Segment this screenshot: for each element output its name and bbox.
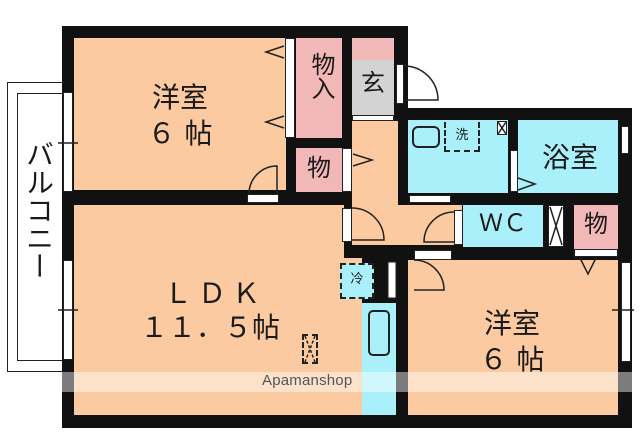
- watermark-band: [62, 372, 632, 392]
- bath-door[interactable]: [510, 150, 518, 192]
- room2-name: 洋室: [483, 307, 540, 340]
- kitchen-counter: [362, 303, 396, 415]
- bathroom: [518, 120, 618, 193]
- watermark: Apamanshop: [262, 372, 353, 389]
- storage-b-label: 物: [584, 210, 608, 238]
- wc-door[interactable]: [454, 210, 463, 245]
- storage-a: [296, 148, 342, 192]
- hallway-lower: [352, 205, 462, 245]
- ceiling-point-icon: [302, 334, 318, 364]
- shoe-box: [352, 38, 394, 60]
- room2-size: ６ 帖: [479, 343, 545, 376]
- room2-door-frame[interactable]: [414, 250, 452, 260]
- room1-door[interactable]: [247, 194, 279, 203]
- storage-a-label: 物: [307, 154, 331, 182]
- toilet: [463, 205, 543, 247]
- room1-size: ６ 帖: [147, 117, 213, 150]
- balcony-label: バルコニー: [22, 140, 55, 280]
- storage-b: [574, 205, 618, 249]
- wc-label: ＷＣ: [479, 209, 527, 237]
- washroom-door[interactable]: [409, 195, 451, 203]
- sink-icon: [412, 126, 440, 148]
- closet-door[interactable]: [285, 38, 295, 138]
- washroom: [408, 120, 508, 193]
- front-door[interactable]: [396, 64, 404, 104]
- bath-label: 浴室: [541, 141, 598, 174]
- closet: [296, 38, 342, 138]
- room1-name: 洋室: [151, 81, 208, 114]
- closet-label: 物入: [307, 52, 335, 100]
- fridge-label: 冷: [350, 272, 364, 287]
- storage-a-door[interactable]: [342, 148, 352, 192]
- balcony-inner: [17, 93, 63, 361]
- entrance-step: [352, 115, 394, 121]
- ldk-name: ＬＤＫ: [163, 277, 266, 310]
- bath-window: [621, 126, 629, 154]
- storage-b-door[interactable]: [574, 249, 618, 257]
- washer-label: 洗: [455, 128, 469, 143]
- western-room-1: [74, 38, 286, 190]
- washer-space: [444, 122, 480, 152]
- sink-basin-icon: [368, 310, 390, 356]
- entrance: [352, 60, 394, 115]
- ldk: [74, 205, 344, 415]
- room2-window: [621, 262, 631, 362]
- entrance-label: 玄: [361, 69, 385, 97]
- ldk-size: １１．５帖: [139, 311, 280, 344]
- ldk-door[interactable]: [342, 208, 352, 242]
- room1-window: [63, 92, 73, 192]
- fridge-space: [340, 263, 374, 299]
